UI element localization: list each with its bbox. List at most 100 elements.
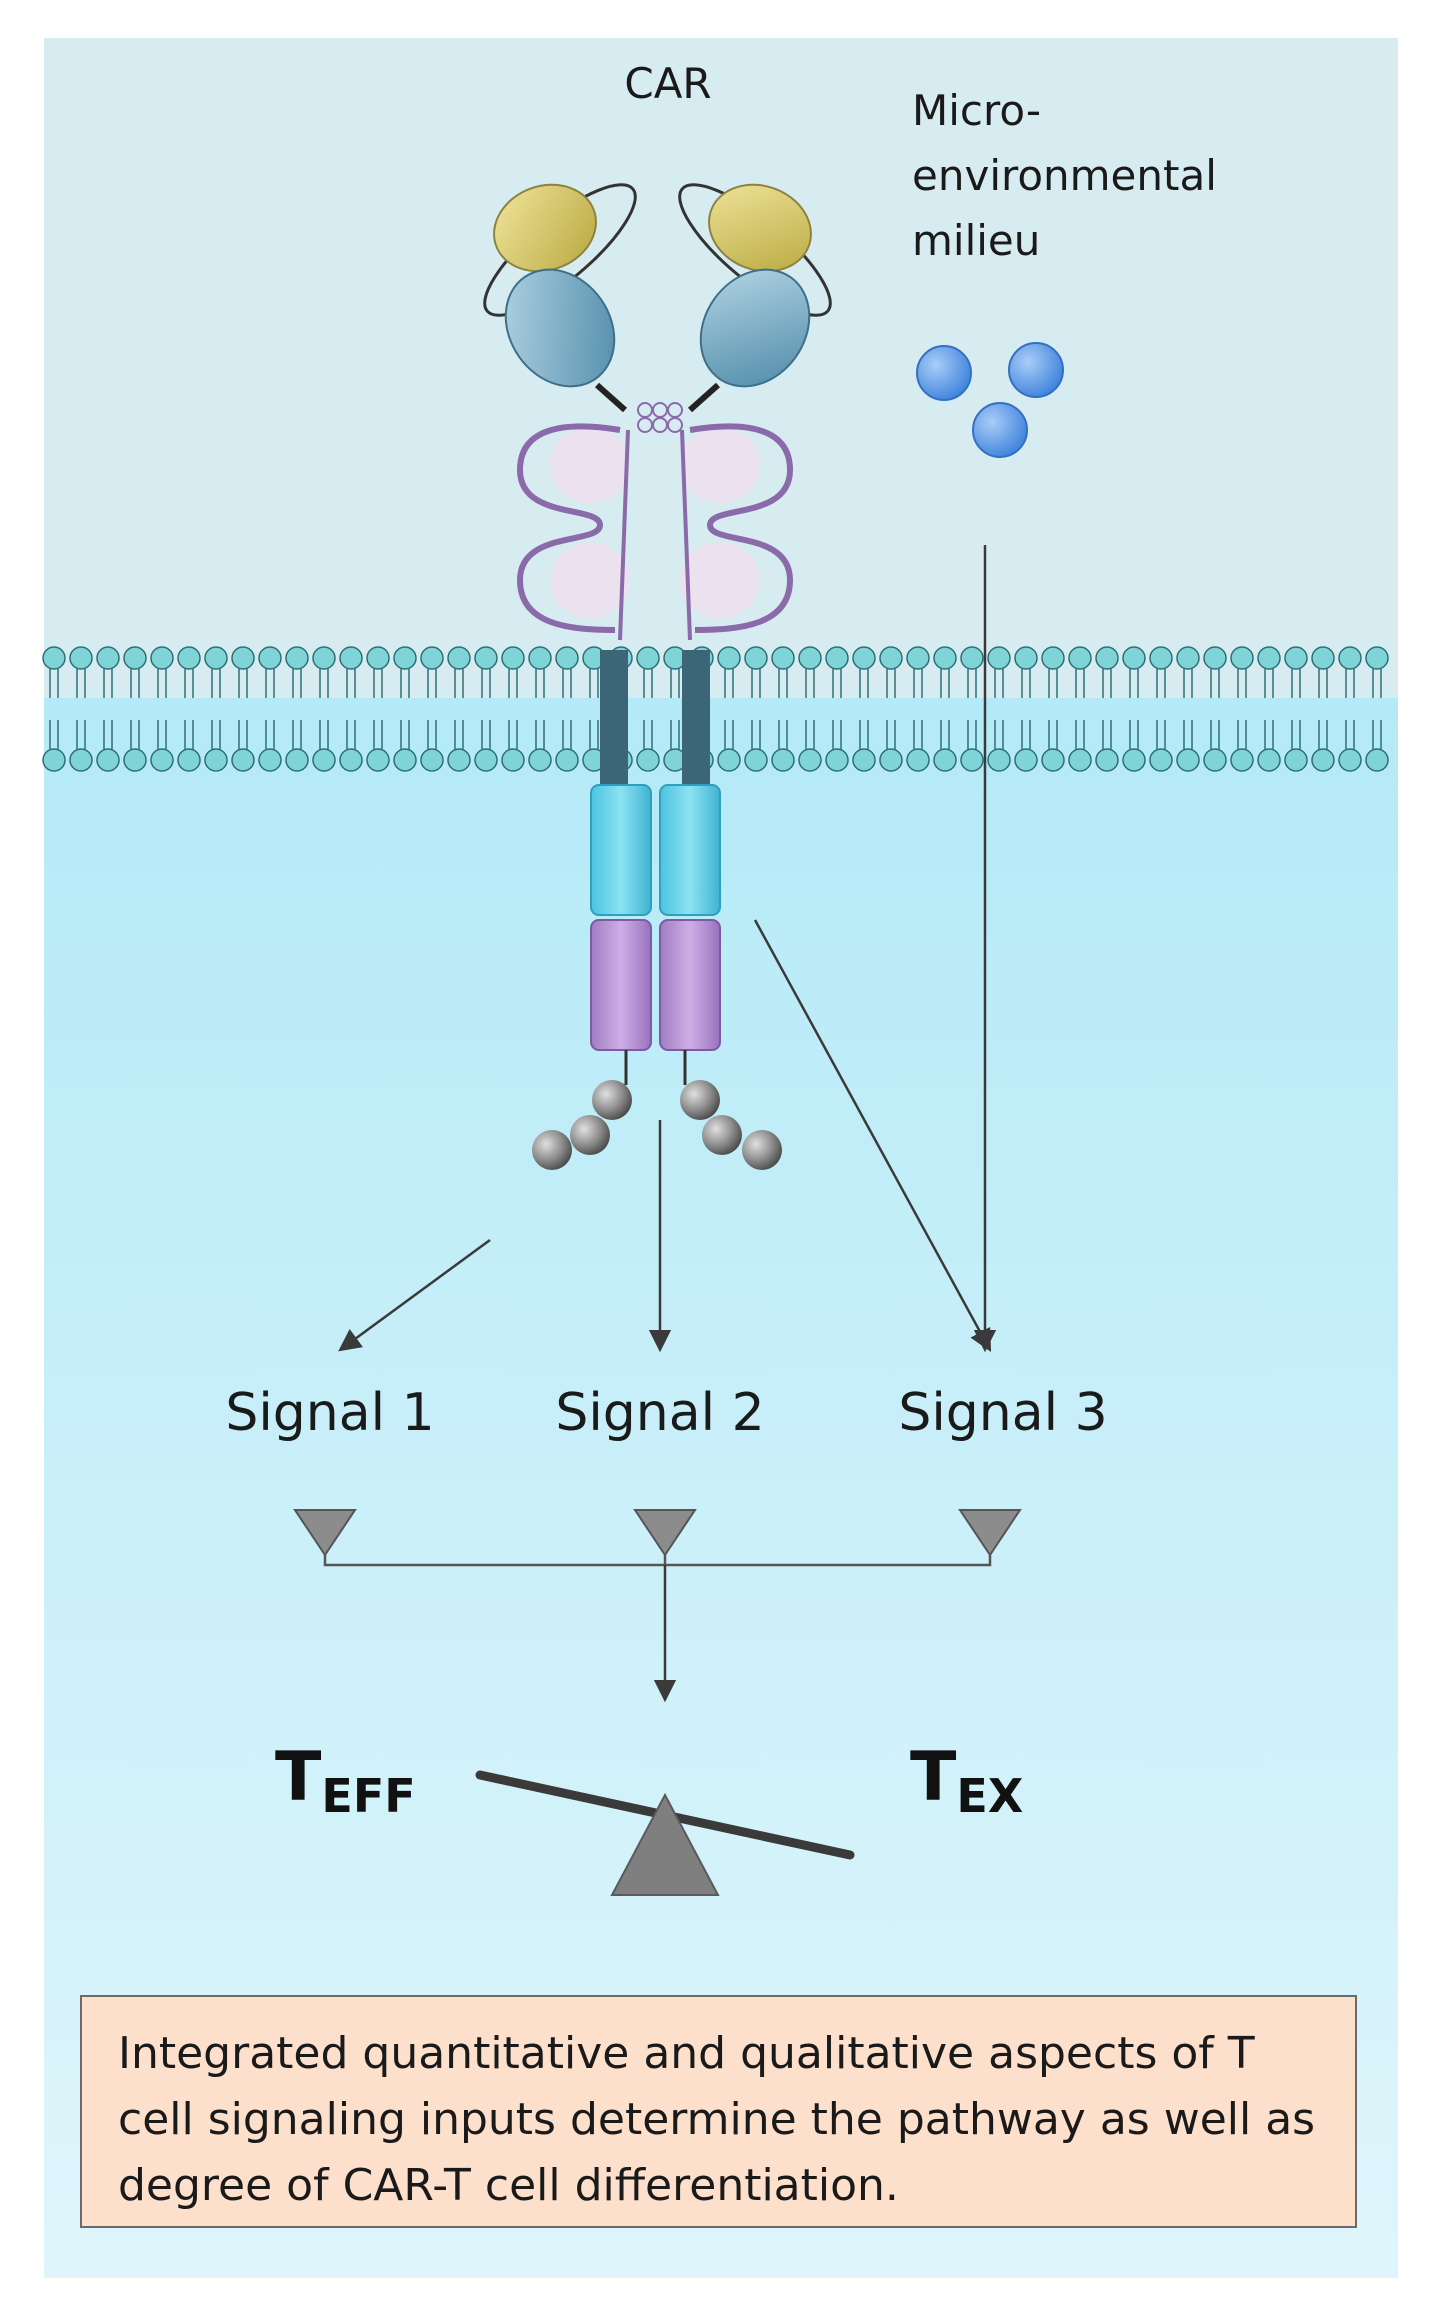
lipid-head (1311, 646, 1335, 670)
lipid-head (933, 646, 957, 670)
lipid-tail (265, 669, 275, 749)
lipid-tail (157, 669, 167, 749)
lipid-tail (1210, 669, 1220, 749)
itam-beads-right (680, 1080, 782, 1170)
tex-label: TEX (910, 1738, 1023, 1823)
lipid-head (42, 646, 66, 670)
lipid-head (771, 748, 795, 772)
teff-label: TEFF (275, 1738, 416, 1823)
lipid-tail (670, 669, 680, 749)
heavy-chain-left (493, 183, 597, 273)
transmembrane-left (600, 650, 628, 785)
lipid-head (1338, 646, 1362, 670)
lipid-head (123, 748, 147, 772)
lipid-head (339, 646, 363, 670)
lipid-tail (940, 669, 950, 749)
transmembrane-right (682, 650, 710, 785)
lipid-head (1284, 646, 1308, 670)
cytokine-molecules (916, 342, 1064, 458)
cd3-zeta-domain-right (659, 919, 721, 1051)
lipid-head (420, 646, 444, 670)
costimulatory-domain-left (590, 784, 652, 916)
lipid-head (204, 748, 228, 772)
lipid-tail (562, 669, 572, 749)
scfv-left (483, 183, 637, 413)
lipid-head (96, 646, 120, 670)
lipid-tail (778, 669, 788, 749)
lipid-tail (76, 669, 86, 749)
lipid-head (744, 748, 768, 772)
lipid-head (528, 646, 552, 670)
lipid-head (1041, 748, 1065, 772)
lipid-tail (373, 669, 383, 749)
lipid-head (312, 748, 336, 772)
lipid-tail (805, 669, 815, 749)
lipid-tail (535, 669, 545, 749)
lipid-head (1122, 748, 1146, 772)
lipid-head (717, 748, 741, 772)
lipid-head (1122, 646, 1146, 670)
car-receptor (483, 183, 832, 1170)
lipid-head (1014, 748, 1038, 772)
lipid-tail (994, 669, 1004, 749)
signal-2-label: Signal 2 (555, 1383, 764, 1443)
lipid-tail (1129, 669, 1139, 749)
lipid-head (366, 646, 390, 670)
signal-1-label: Signal 1 (225, 1383, 434, 1443)
lipid-head (1365, 748, 1389, 772)
cd3-zeta-domain-left (590, 919, 652, 1051)
lipid-head (312, 646, 336, 670)
lipid-tail (481, 669, 491, 749)
costimulatory-domain-right (659, 784, 721, 916)
caption-box: Integrated quantitative and qualitative … (80, 1995, 1357, 2228)
lipid-tail (886, 669, 896, 749)
lipid-tail (1048, 669, 1058, 749)
lipid-head (879, 748, 903, 772)
lipid-tail (1021, 669, 1031, 749)
lipid-head (906, 748, 930, 772)
lipid-tail (832, 669, 842, 749)
lipid-head (744, 646, 768, 670)
lipid-head (1068, 748, 1092, 772)
lipid-head (717, 646, 741, 670)
lipid-head (555, 646, 579, 670)
lipid-head (123, 646, 147, 670)
lipid-tail (643, 669, 653, 749)
lipid-tail (589, 669, 599, 749)
lipid-head (933, 748, 957, 772)
lipid-tail (427, 669, 437, 749)
lipid-head (798, 748, 822, 772)
lipid-head (960, 748, 984, 772)
lipid-head (204, 646, 228, 670)
lipid-head (366, 748, 390, 772)
lipid-head (96, 748, 120, 772)
milieu-label-line1: Micro- (912, 86, 1041, 135)
lipid-head (177, 748, 201, 772)
lipid-tail (1291, 669, 1301, 749)
lipid-head (1311, 748, 1335, 772)
lipid-tail (1237, 669, 1247, 749)
differentiation-balance (475, 1770, 855, 1896)
lipid-tail (103, 669, 113, 749)
caption-text: Integrated quantitative and qualitative … (118, 2028, 1316, 2211)
lipid-head (636, 646, 660, 670)
lipid-head (636, 748, 660, 772)
lipid-tail (346, 669, 356, 749)
lipid-tail (724, 669, 734, 749)
lipid-head (879, 646, 903, 670)
lipid-tail (292, 669, 302, 749)
lipid-tail (454, 669, 464, 749)
lipid-head (1203, 646, 1227, 670)
lipid-head (42, 748, 66, 772)
lipid-head (150, 748, 174, 772)
lipid-head (1284, 748, 1308, 772)
arrow-to-signal-1 (338, 1238, 491, 1352)
lipid-head (825, 748, 849, 772)
lipid-head (474, 748, 498, 772)
heavy-chain-right (708, 183, 812, 273)
lipid-tail (1156, 669, 1166, 749)
lipid-head (1068, 646, 1092, 670)
lipid-head (258, 646, 282, 670)
lipid-tail (238, 669, 248, 749)
